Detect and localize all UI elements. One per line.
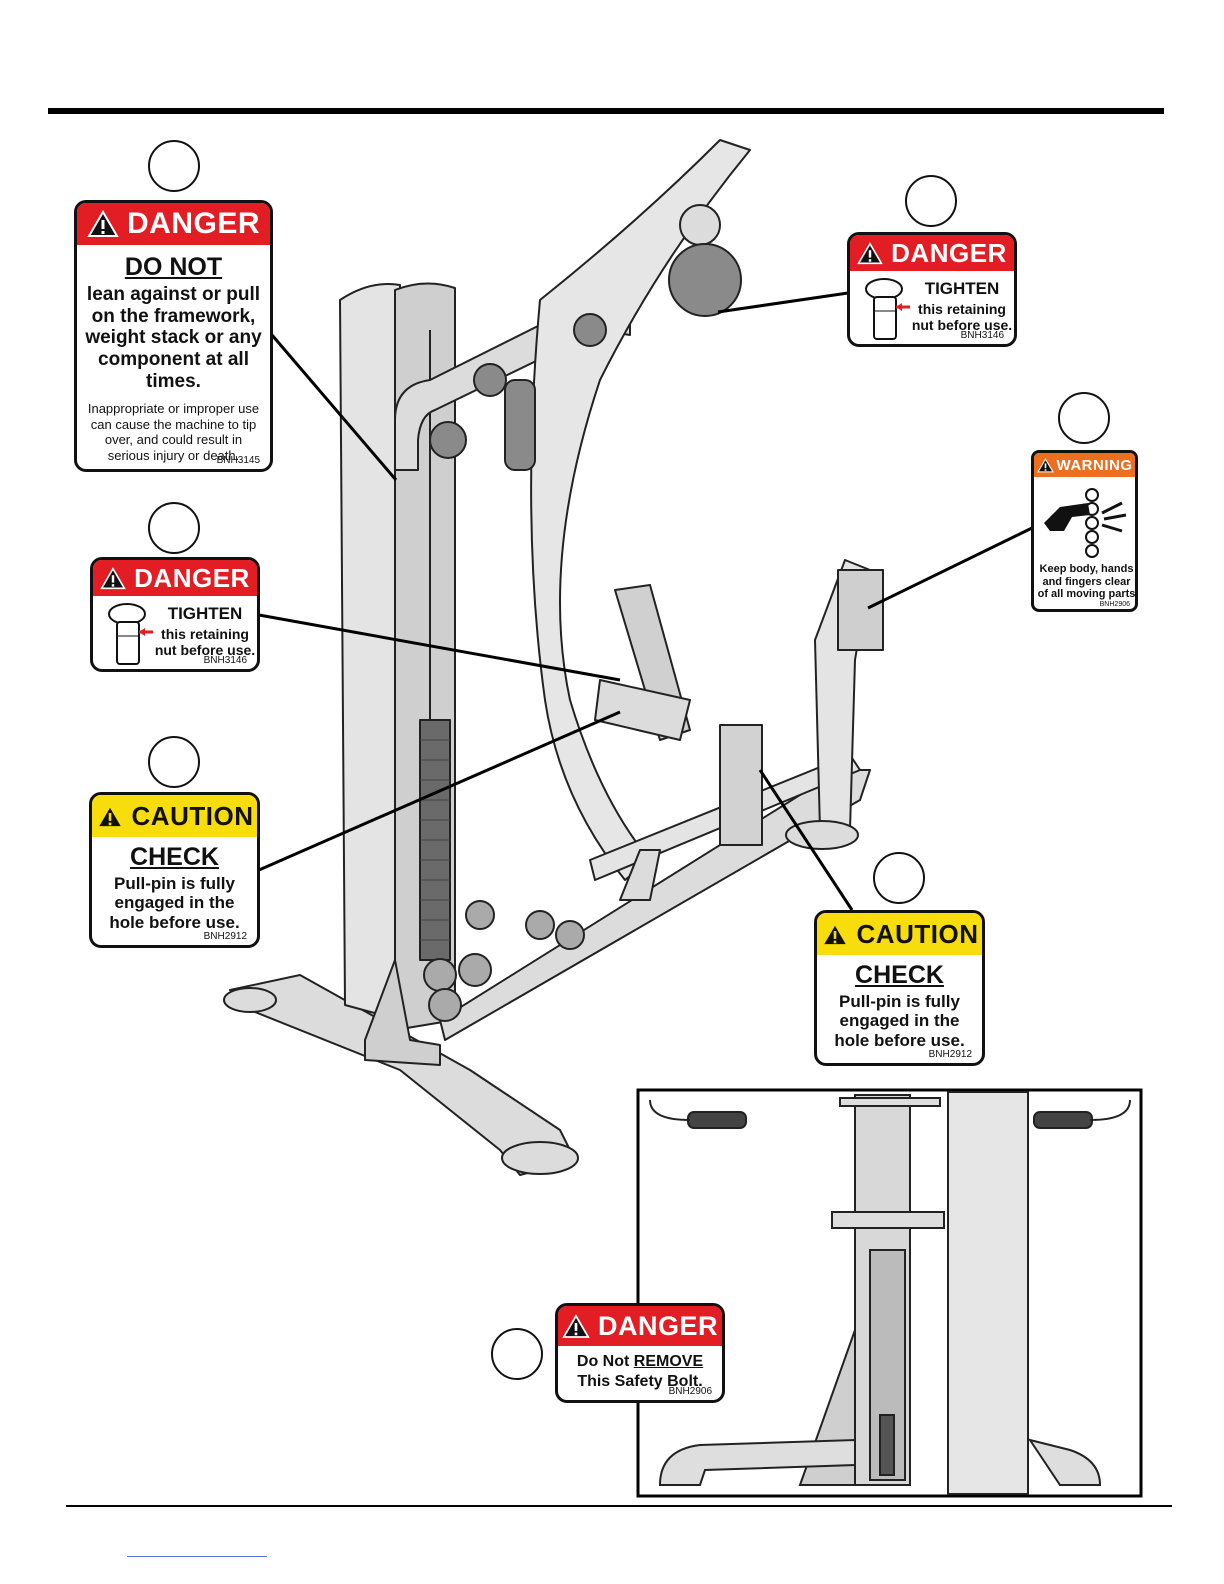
retaining-nut-icon <box>865 278 910 340</box>
warning-triangle-icon <box>857 241 883 264</box>
warning-triangle-icon <box>820 921 849 946</box>
top-rule <box>48 108 1164 114</box>
retaining-nut-icon <box>108 603 153 665</box>
label-body: this retaining nut before use. <box>911 301 1013 334</box>
callout-circle-4 <box>148 502 200 554</box>
label-body: Pull-pin is fully engaged in the hole be… <box>834 991 965 1050</box>
caution-label-pullpin-right: CAUTION CHECK Pull-pin is fully engaged … <box>814 910 985 1066</box>
warning-triangle-icon <box>95 803 124 828</box>
label-code: BNH2912 <box>928 1049 972 1060</box>
label-title: CHECK <box>855 961 944 989</box>
label-code: BNH3146 <box>960 330 1004 341</box>
label-header: CAUTION <box>131 800 254 831</box>
label-body-line2: This Safety Bolt. <box>577 1373 703 1391</box>
bottom-rule <box>66 1505 1172 1507</box>
label-header: CAUTION <box>856 918 979 949</box>
warning-triangle-icon <box>562 1313 590 1338</box>
label-body-line1: Do Not REMOVE <box>558 1353 722 1371</box>
label-prefix: Do Not <box>576 1353 634 1370</box>
caution-label-pullpin-left: CAUTION CHECK Pull-pin is fully engaged … <box>89 792 260 948</box>
label-body: lean against or pull on the framework, w… <box>85 283 262 393</box>
danger-label-framework: DANGER DO NOT lean against or pull on th… <box>74 200 273 472</box>
label-detail: Inappropriate or improper use can cause … <box>87 400 260 463</box>
danger-label-tighten-mid: DANGER TIGHTEN this retaining nut before… <box>90 557 260 672</box>
label-header: DANGER <box>597 1310 718 1341</box>
callout-circle-7 <box>491 1328 543 1380</box>
callout-circle-6 <box>873 852 925 904</box>
label-emphasis: REMOVE <box>633 1353 704 1370</box>
callout-circle-2 <box>905 175 957 227</box>
warning-triangle-icon <box>1036 457 1054 472</box>
label-title: TIGHTEN <box>167 604 243 623</box>
danger-label-tighten-top: DANGER TIGHTEN this retaining nut before… <box>847 232 1017 347</box>
callout-circle-3 <box>1058 392 1110 444</box>
label-title: TIGHTEN <box>924 279 1000 298</box>
label-body: this retaining nut before use. <box>154 626 256 659</box>
pinch-hand-icon <box>1044 488 1127 558</box>
warning-label-moving-parts: WARNING Keep body, hands and fingers cle… <box>1031 450 1138 612</box>
callout-circle-1 <box>148 140 200 192</box>
label-code: BNH2906 <box>1099 601 1130 608</box>
label-header: DANGER <box>891 237 1007 268</box>
label-body: Keep body, hands and fingers clear of al… <box>1037 563 1136 601</box>
label-code: BNH2906 <box>668 1386 712 1397</box>
label-header: DANGER <box>126 207 260 240</box>
callout-circle-5 <box>148 736 200 788</box>
label-title: CHECK <box>130 843 219 871</box>
label-code: BNH3145 <box>216 455 260 466</box>
label-header: DANGER <box>134 562 250 593</box>
label-code: BNH2912 <box>203 931 247 942</box>
warning-triangle-icon <box>100 566 126 589</box>
footer-link-underline[interactable] <box>127 1556 267 1557</box>
warning-triangle-icon <box>87 210 119 237</box>
label-code: BNH3146 <box>203 655 247 666</box>
label-title: DO NOT <box>124 253 223 281</box>
danger-label-safety-bolt: DANGER Do Not REMOVE This Safety Bolt. B… <box>555 1303 725 1403</box>
label-body: Pull-pin is fully engaged in the hole be… <box>109 873 240 932</box>
label-header: WARNING <box>1056 456 1133 474</box>
